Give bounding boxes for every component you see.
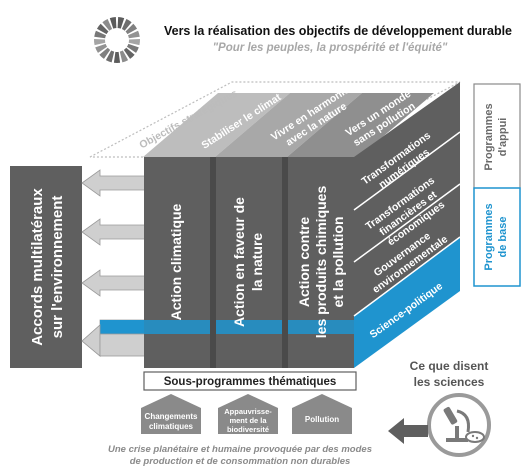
subprogramme-biodiversity-line3: biodiversité xyxy=(227,425,269,434)
subprogramme-pollution-line1: Pollution xyxy=(305,415,339,424)
action-column-climate xyxy=(144,157,216,368)
action-label-nature-line2: la nature xyxy=(249,233,265,292)
action-column-pollution xyxy=(288,157,354,368)
sdg-wheel-segment xyxy=(117,17,125,29)
sdg-wheel-segment xyxy=(121,18,132,31)
subprogramme-pollution: Pollution xyxy=(292,394,352,434)
action-label-pollution-line2: les produits chimiques xyxy=(313,186,329,339)
sdg-wheel-segment xyxy=(113,51,121,63)
sdg-wheel-segment xyxy=(125,23,138,35)
core-programmes-box xyxy=(473,187,521,287)
sdg-wheel-segment xyxy=(102,18,113,31)
side-band-finance xyxy=(354,132,460,262)
side-band-governance xyxy=(354,184,460,316)
sdg-wheel-segment xyxy=(96,23,109,35)
core-programmes-line2: de base xyxy=(497,217,509,258)
action-label-pollution-line1: Action contre xyxy=(296,217,312,307)
subprogramme-biodiversity-line2: ment de la xyxy=(229,416,267,425)
sdg-wheel-icon xyxy=(94,17,140,63)
science-arrow xyxy=(388,418,428,444)
support-programmes-line2: d'appui xyxy=(497,118,509,157)
science-title-line1: Ce que disent xyxy=(410,359,489,373)
sdg-wheel-segment xyxy=(127,30,140,39)
science-title-line2: les sciences xyxy=(414,375,485,389)
sdg-wheel-segment xyxy=(123,47,135,59)
objective-band-nature xyxy=(215,93,362,157)
subprogramme-biodiversity: Appauvrisse- ment de la biodiversité xyxy=(218,394,278,434)
subprogrammes-label: Sous-programmes thématiques xyxy=(164,376,337,388)
mea-panel xyxy=(10,166,82,368)
sdg-wheel-segment xyxy=(126,43,139,53)
sdg-wheel-segment xyxy=(109,17,117,29)
side-band-digital xyxy=(354,82,460,210)
header-subtitle: "Pour les peuples, la prospérité et l'éq… xyxy=(213,42,448,54)
footer-line1: Une crise planétaire et humaine provoqué… xyxy=(108,444,372,455)
sdg-wheel-segment xyxy=(119,50,129,63)
objective-band-pollution xyxy=(287,93,434,157)
footer-line2: de production et de consommation non dur… xyxy=(130,456,351,467)
subprogramme-climate-line2: climatiques xyxy=(149,422,194,431)
mea-panel-line1: Accords multilatéraux xyxy=(29,188,46,346)
sdg-wheel-segment xyxy=(95,43,108,53)
objective-band-climate xyxy=(143,93,290,157)
subprogramme-climate-line1: Changements xyxy=(145,412,198,421)
action-label-nature-line1: Action en faveur de xyxy=(231,197,247,327)
header-title: Vers la réalisation des objectifs de dév… xyxy=(164,24,512,38)
science-circle xyxy=(427,393,491,457)
action-label-climate: Action climatique xyxy=(168,203,184,320)
support-programmes-line1: Programmes xyxy=(483,103,495,170)
action-label-pollution-line3: et la pollution xyxy=(330,217,346,308)
core-programmes-line1: Programmes xyxy=(483,203,495,270)
sdg-wheel-segment xyxy=(94,39,106,46)
action-column-nature xyxy=(216,157,288,368)
subprogramme-biodiversity-line1: Appauvrisse- xyxy=(224,407,272,416)
subprogrammes-label-box xyxy=(143,371,357,391)
microscope-icon xyxy=(443,406,470,442)
side-band-science-policy xyxy=(354,237,460,368)
mea-panel-line2: sur l'environnement xyxy=(49,196,66,339)
sdg-wheel-segment xyxy=(94,30,107,39)
support-programmes-box xyxy=(473,83,521,190)
petri-dish-icon xyxy=(465,431,485,443)
subprogramme-climate: Changements climatiques xyxy=(141,394,201,434)
sdg-wheel-segment xyxy=(105,50,115,63)
sdg-wheel-segment xyxy=(128,39,140,46)
sdg-wheel-segment xyxy=(99,47,111,59)
